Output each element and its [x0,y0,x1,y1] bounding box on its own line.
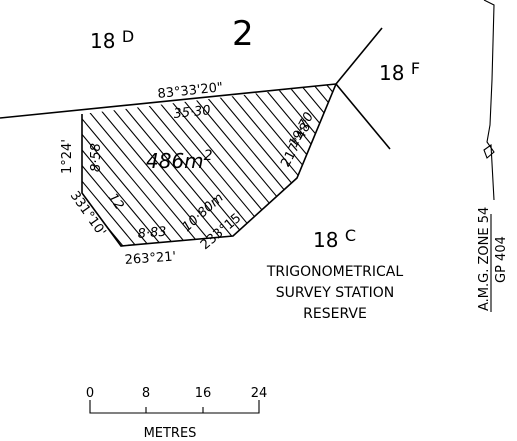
hatch-line [190,84,336,246]
hatch-line [82,84,273,246]
parcel-label-east: 18 F [379,59,420,85]
scale-unit: METRES [144,426,197,441]
lot-boundary [81,83,337,247]
hatch-line [138,84,336,246]
hatch-line [82,84,247,246]
hatch-line [0,0,12,300]
hatch-line [82,84,234,246]
distance-top: 35·30 [173,103,212,122]
distance-lower-left: 12 [105,191,127,213]
hatch-line [0,0,25,300]
bearing-bottom: 263°21' [124,249,176,268]
eastern-boundary-upper [335,27,383,85]
hatch-line [86,84,336,246]
hatch-line [112,84,336,246]
reserve-name-line-1: TRIGONOMETRICAL [266,264,403,280]
bearing-left: 1°24' [60,139,75,174]
hatch-line [125,84,336,246]
scale-tick-16: 16 [195,386,212,401]
hatch-line [82,84,325,246]
scale-tick-8: 8 [142,386,150,401]
hatch-line [164,84,336,246]
hatch-line [0,0,51,300]
hatch-line [229,84,336,246]
scale-bar: 0 8 16 24 METRES [86,386,267,441]
hatch-line [99,84,336,246]
datum-block: A.M.G. ZONE 54 GP 404 [477,0,509,312]
hatch-line [82,84,312,246]
parcel-label-north: 18 D [90,27,134,53]
hatch-line [82,84,299,246]
northern-road-boundary [0,83,337,119]
distance-left: 8·58 [89,143,104,172]
lot-area: 486m2 [146,148,213,173]
hatch-line [82,84,260,246]
datum-reference: GP 404 [494,236,509,283]
bearing-top: 83°33'20" [157,80,224,102]
parcel-label-south: 18 C [313,226,356,252]
hatch-line [151,84,336,246]
bearing-lower-left: 331°10' [67,189,109,240]
scale-tick-24: 24 [251,386,268,401]
eastern-boundary-lower [335,83,391,150]
lot-hatching [0,0,336,300]
hatch-line [82,84,91,246]
hatch-line [216,84,336,246]
distance-bottom: 8·83 [137,225,167,242]
sheet-number: 2 [232,14,254,54]
datum-zone: A.M.G. ZONE 54 [477,207,492,311]
reserve-name-line-3: RESERVE [303,306,367,322]
hatch-line [82,84,221,246]
hatch-line [0,0,38,300]
reserve-name-line-2: SURVEY STATION [276,285,395,301]
hatch-line [82,84,286,246]
hatch-line [177,84,336,246]
scale-tick-0: 0 [86,386,94,401]
hatch-line [0,0,64,300]
hatch-line [82,84,104,246]
